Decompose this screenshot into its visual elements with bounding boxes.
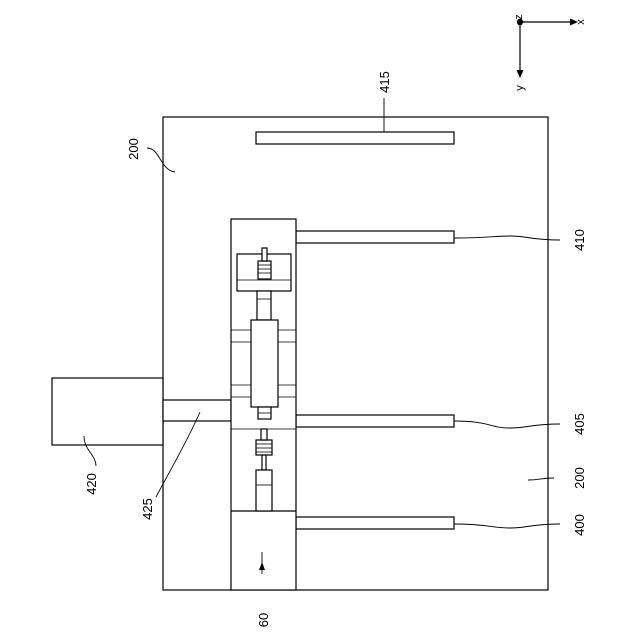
bar-405	[296, 415, 454, 427]
bar-410	[296, 231, 454, 243]
lower-rod	[256, 470, 272, 511]
label-420: 420	[84, 473, 99, 495]
y-axis-arrowhead	[517, 70, 524, 78]
label-415: 415	[377, 71, 392, 93]
bar-415	[256, 132, 454, 144]
upper-nozzle-body	[258, 261, 271, 279]
bar-400	[296, 517, 454, 529]
coordinate-axes: z x y	[513, 14, 587, 91]
lower-nozzle-tip	[262, 455, 266, 470]
axis-label-z: z	[513, 14, 525, 20]
label-200-right: 200	[572, 467, 587, 489]
label-410: 410	[572, 229, 587, 251]
label-400: 400	[572, 514, 587, 536]
label-60: 60	[256, 613, 271, 627]
central-cylinder	[251, 320, 278, 407]
label-200-top: 200	[126, 138, 141, 160]
label-405: 405	[572, 413, 587, 435]
axis-label-x: x	[575, 19, 587, 25]
axis-label-y: y	[514, 85, 526, 91]
unit-420	[52, 378, 163, 445]
lower-nozzle-neck	[261, 429, 267, 440]
upper-shaft	[257, 291, 271, 320]
carrier-assembly	[231, 219, 296, 590]
upper-nozzle-tip	[262, 248, 267, 261]
label-425: 425	[140, 498, 155, 520]
lower-nozzle-body	[256, 440, 272, 455]
